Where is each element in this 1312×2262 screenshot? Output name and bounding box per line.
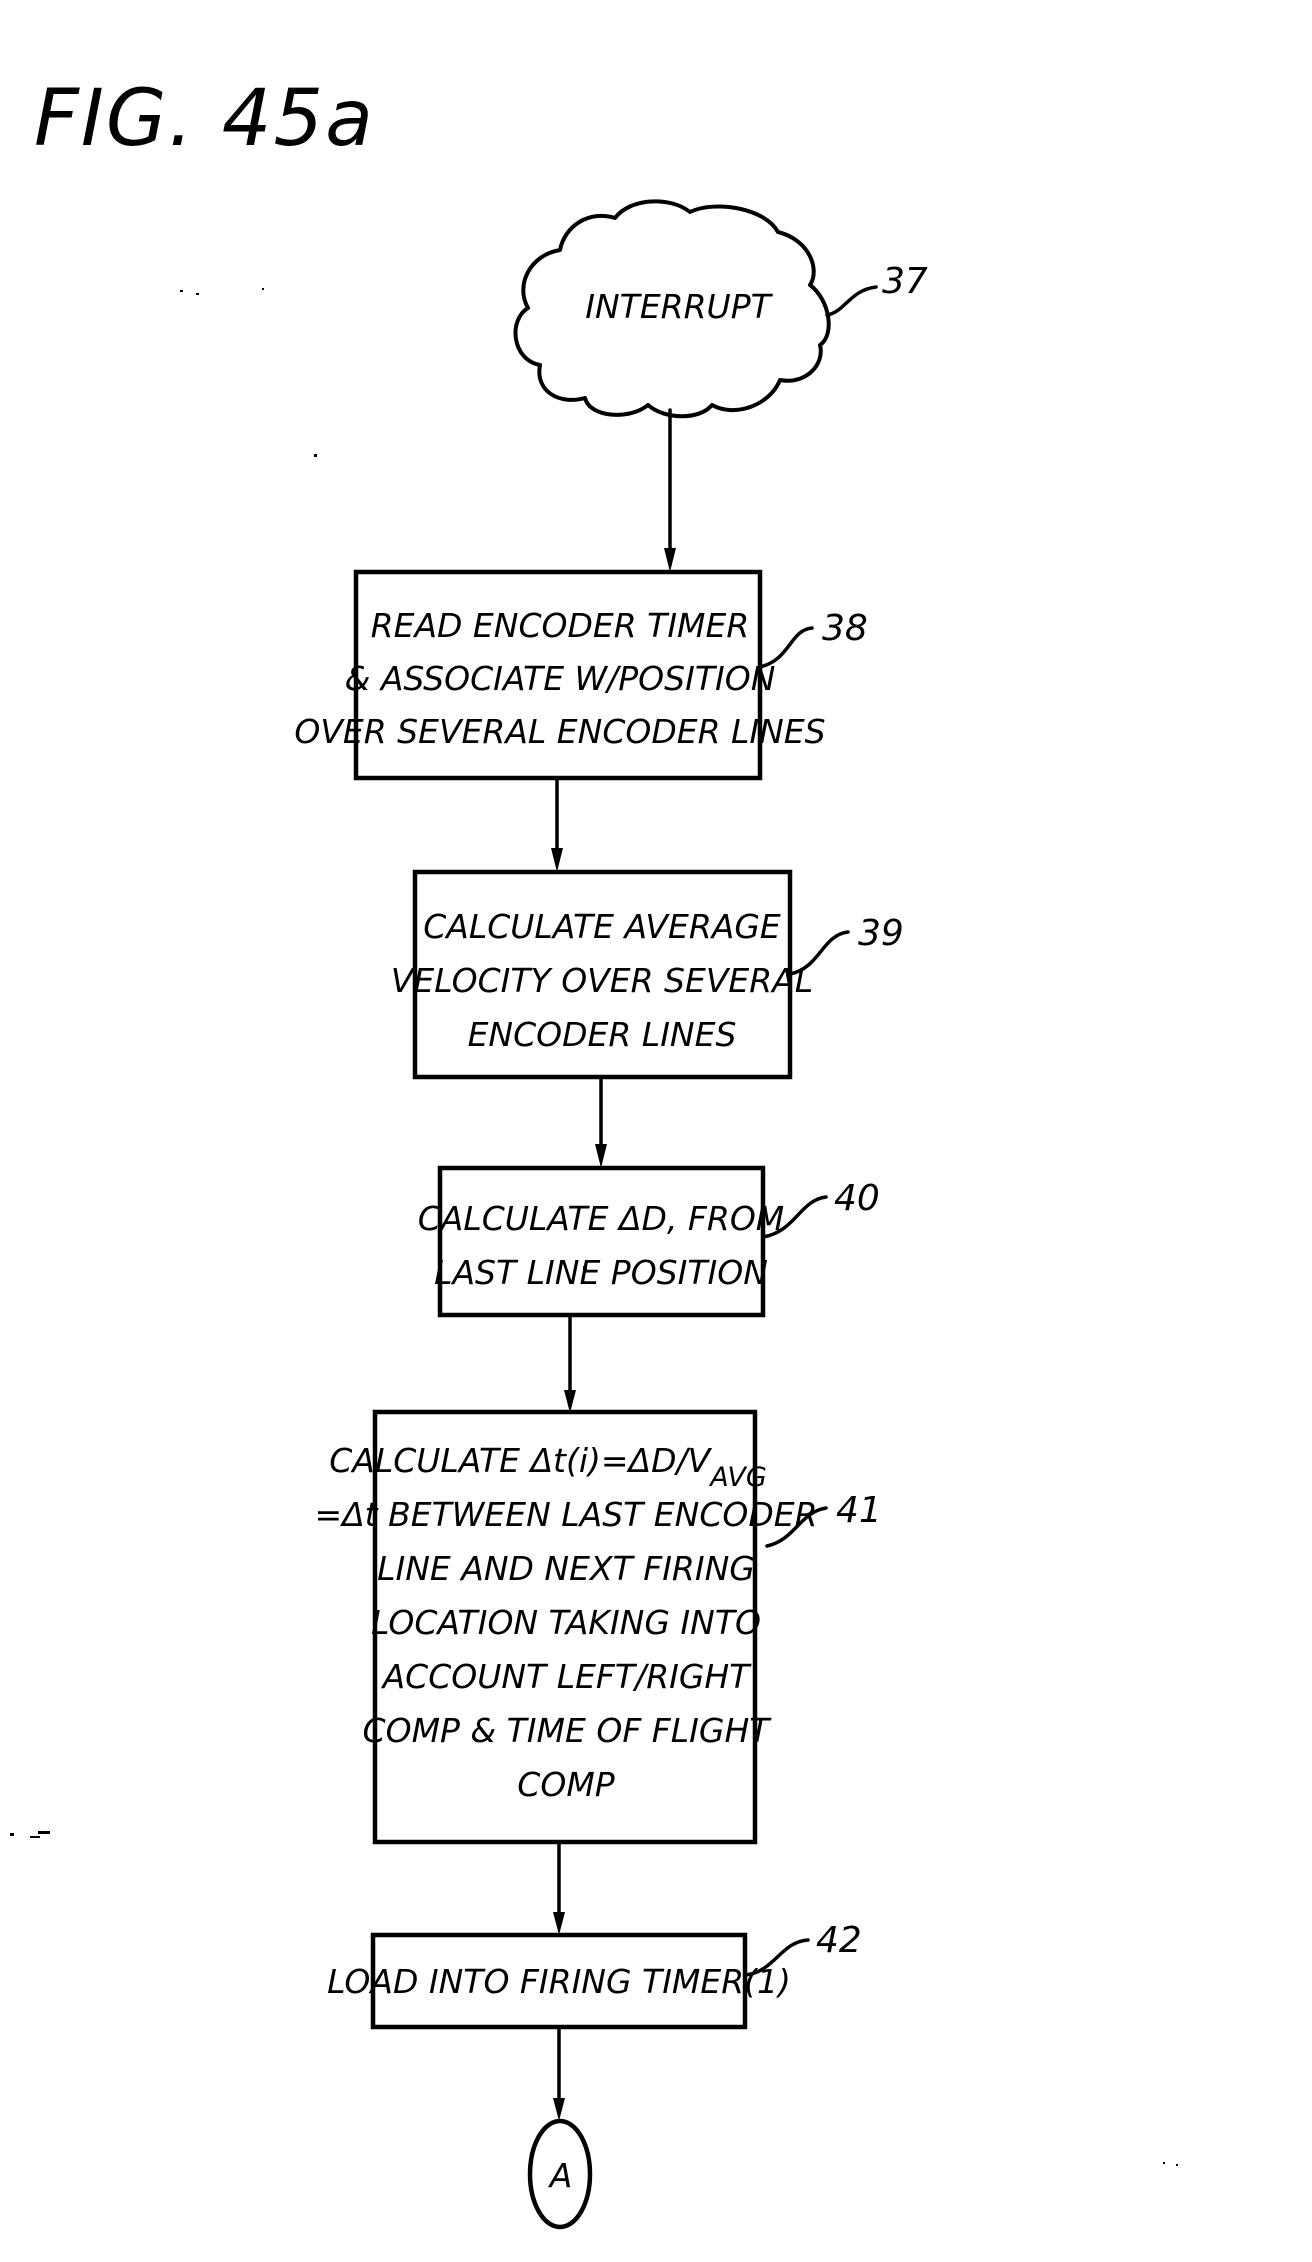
node-text-line: LOCATION TAKING INTO bbox=[371, 1603, 761, 1642]
node-interrupt: INTERRUPT bbox=[516, 201, 829, 416]
ref-label-38: 38 bbox=[822, 608, 868, 649]
connector-label: A bbox=[548, 2156, 573, 2195]
node-text-line: & ASSOCIATE W/POSITION bbox=[345, 659, 776, 698]
node-calculate-delta-d: CALCULATE ΔD, FROM LAST LINE POSITION bbox=[418, 1168, 785, 1315]
node-text-line: LAST LINE POSITION bbox=[434, 1253, 768, 1292]
subscript-avg: AVG bbox=[708, 1462, 767, 1493]
figure-title: FIG. 45a bbox=[34, 74, 375, 164]
node-connector-a: A bbox=[530, 2121, 590, 2227]
node-text-line: OVER SEVERAL ENCODER LINES bbox=[294, 712, 825, 751]
node-text-line: =Δt BETWEEN LAST ENCODER bbox=[314, 1495, 817, 1534]
ref-label-41: 41 bbox=[836, 1490, 882, 1531]
ref-leader-37 bbox=[827, 287, 876, 315]
node-text-line: COMP & TIME OF FLIGHT bbox=[363, 1711, 773, 1750]
node-text-line: ENCODER LINES bbox=[468, 1015, 737, 1054]
node-text-line: COMP bbox=[517, 1765, 614, 1804]
formula-text: CALCULATE Δt(i)=ΔD/V bbox=[329, 1441, 712, 1480]
arrowhead bbox=[595, 1144, 607, 1168]
arrowhead bbox=[551, 848, 563, 872]
node-text-line: VELOCITY OVER SEVERAL bbox=[391, 961, 813, 1000]
node-text-line: CALCULATE ΔD, FROM bbox=[418, 1199, 785, 1238]
process-box bbox=[440, 1168, 763, 1315]
node-text: INTERRUPT bbox=[585, 287, 773, 326]
node-calculate-average-velocity: CALCULATE AVERAGE VELOCITY OVER SEVERAL … bbox=[391, 872, 813, 1077]
node-calculate-delta-t: CALCULATE Δt(i)=ΔD/VAVG =Δt BETWEEN LAST… bbox=[314, 1412, 817, 1842]
arrowhead bbox=[564, 1390, 576, 1413]
ref-label-40: 40 bbox=[834, 1178, 880, 1219]
node-text-line: CALCULATE AVERAGE bbox=[423, 907, 781, 946]
node-text-line: ACCOUNT LEFT/RIGHT bbox=[381, 1657, 753, 1696]
arrowhead bbox=[553, 1912, 565, 1935]
node-text-line: LINE AND NEXT FIRING bbox=[377, 1549, 755, 1588]
arrowhead bbox=[553, 2098, 565, 2121]
node-load-firing-timer: LOAD INTO FIRING TIMER(1) bbox=[327, 1935, 791, 2027]
ref-label-39: 39 bbox=[858, 913, 904, 954]
arrowhead bbox=[664, 548, 676, 572]
node-text-line: LOAD INTO FIRING TIMER(1) bbox=[327, 1962, 791, 2001]
ref-label-42: 42 bbox=[816, 1920, 862, 1961]
node-read-encoder-timer: READ ENCODER TIMER & ASSOCIATE W/POSITIO… bbox=[294, 572, 825, 778]
node-text-line: READ ENCODER TIMER bbox=[371, 606, 750, 645]
ref-label-37: 37 bbox=[882, 261, 928, 302]
